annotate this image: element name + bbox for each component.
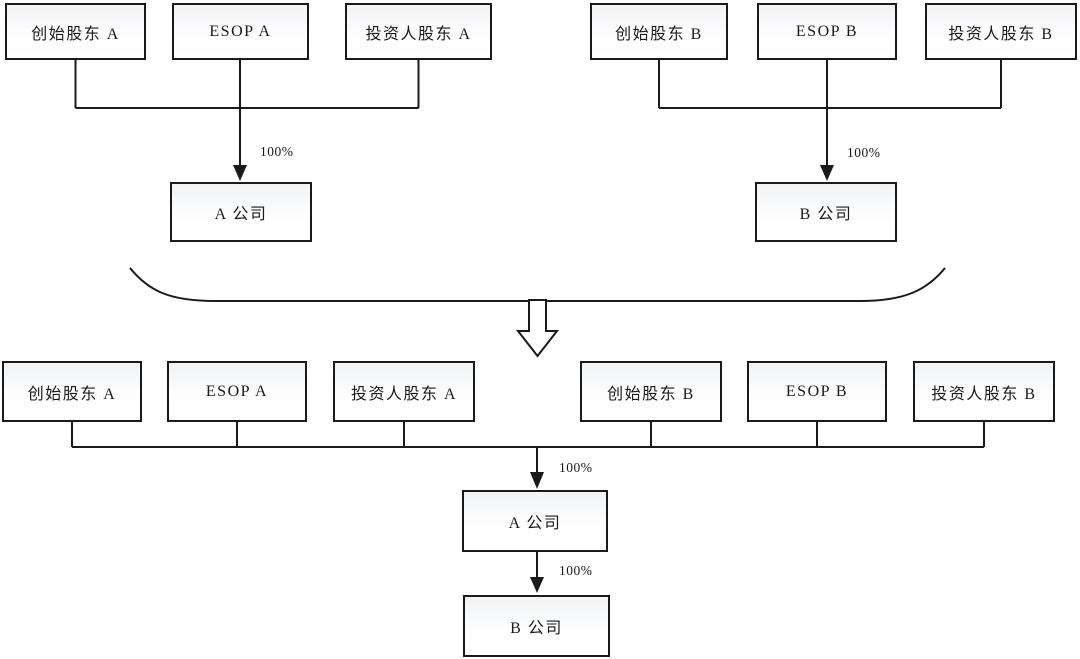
box-investor-shareholder-b-after: 投资人股东 B: [913, 361, 1055, 422]
ownership-label-before-a: 100%: [260, 144, 294, 159]
box-esop-a-after: ESOP A: [167, 361, 307, 422]
after-group-connectors: [71, 422, 985, 578]
arrowhead-after-to-a: [530, 472, 544, 489]
box-company-b-after: B 公司: [463, 595, 610, 657]
box-esop-b-after: ESOP B: [747, 361, 887, 422]
box-company-a-after: A 公司: [462, 490, 608, 552]
box-investor-shareholder-b-before: 投资人股东 B: [925, 3, 1077, 60]
box-esop-b-before: ESOP B: [757, 3, 897, 60]
arrowhead-before-a: [233, 165, 247, 181]
box-company-b-before: B 公司: [755, 182, 897, 242]
box-founder-shareholder-b-after: 创始股东 B: [580, 361, 722, 422]
ownership-label-after-to-a: 100%: [559, 460, 593, 475]
before-group-b-connectors: [658, 60, 1002, 166]
box-investor-shareholder-a-after: 投资人股东 A: [333, 361, 475, 422]
transform-arrow-icon: [515, 299, 560, 358]
box-founder-shareholder-b-before: 创始股东 B: [590, 3, 728, 60]
before-group-a-connectors: [74, 60, 420, 166]
converge-brace: [129, 267, 946, 302]
arrowhead-a-to-b: [530, 577, 544, 593]
arrowhead-before-b: [820, 165, 834, 181]
box-founder-shareholder-a-before: 创始股东 A: [5, 3, 146, 60]
box-investor-shareholder-a-before: 投资人股东 A: [345, 3, 492, 60]
box-esop-a-before: ESOP A: [172, 3, 309, 60]
ownership-label-before-b: 100%: [847, 145, 881, 160]
ownership-label-a-to-b: 100%: [559, 563, 593, 578]
box-company-a-before: A 公司: [170, 182, 312, 242]
box-founder-shareholder-a-after: 创始股东 A: [2, 361, 142, 422]
